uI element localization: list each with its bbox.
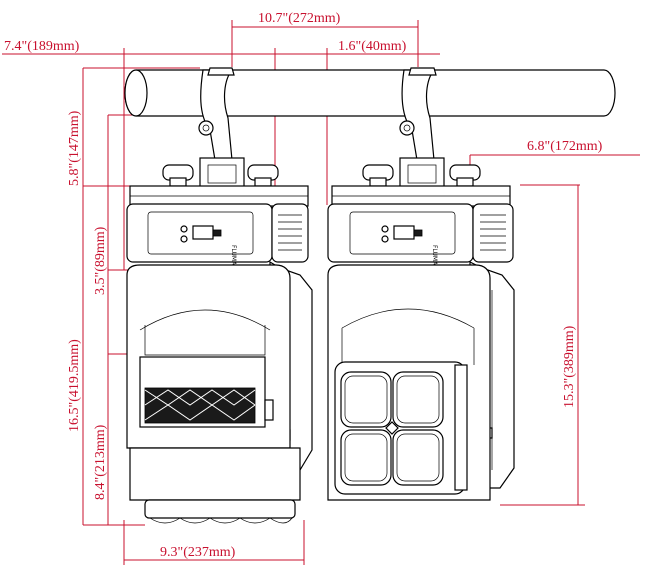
dim-top-width: 10.7"(272mm)	[258, 11, 341, 26]
lens-array	[340, 371, 444, 486]
dim-left-overall-width: 7.4"(189mm)	[4, 39, 80, 54]
dim-overall-height: 16.5"(419.5mm)	[67, 339, 82, 432]
lens-top-left	[340, 371, 392, 428]
truss-pipe	[124, 69, 616, 117]
lens-grid	[144, 387, 256, 424]
base-vent-grille-right	[480, 214, 506, 251]
dim-bottom-width: 9.3"(237mm)	[160, 545, 236, 560]
base-vent-grille	[278, 214, 302, 251]
dim-right-height: 15.3"(389mm)	[562, 325, 577, 408]
left-fixture: FLUMAX 12	[126, 67, 313, 524]
dim-clamp-offset: 1.6"(40mm)	[338, 39, 407, 54]
lens-top-right	[392, 371, 444, 428]
menu-button	[180, 225, 188, 233]
display-screen-right	[393, 225, 415, 240]
right-product-label: FLUMAX 12	[431, 245, 438, 279]
dim-clamp-height: 5.8"(147mm)	[67, 110, 82, 186]
lens-bottom-right	[392, 429, 444, 486]
enter-button-right	[381, 235, 389, 243]
lens-bottom-left	[340, 429, 392, 486]
dim-base-height: 3.5"(89mm)	[93, 226, 108, 295]
menu-button-right	[381, 225, 389, 233]
left-product-label: FLUMAX 12	[230, 245, 237, 279]
dimension-labels: 10.7"(272mm) 7.4"(189mm) 1.6"(40mm) 6.8"…	[4, 11, 603, 560]
right-fixture: FLUMAX 12	[327, 67, 515, 501]
enter-button	[180, 235, 188, 243]
display-screen	[192, 225, 214, 240]
dim-head-height: 8.4"(213mm)	[93, 424, 108, 500]
dim-right-offset: 6.8"(172mm)	[527, 139, 603, 154]
